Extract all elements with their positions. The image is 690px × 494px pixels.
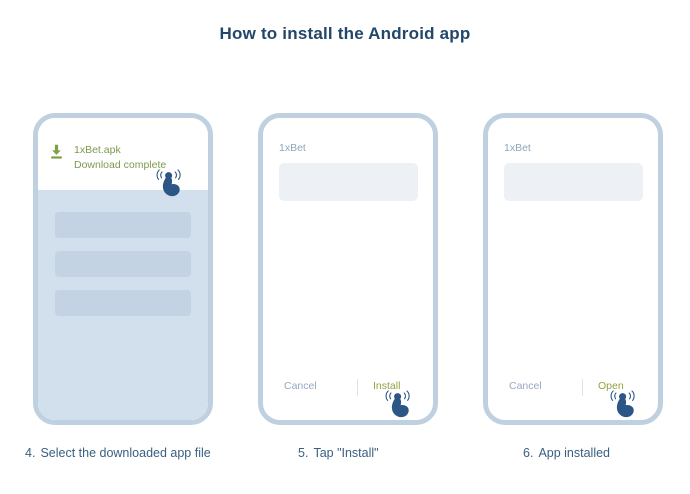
notification-file-name: 1xBet.apk — [74, 144, 121, 156]
download-icon — [51, 144, 62, 159]
phone-screen-step-5: 1xBet Cancel Install — [263, 118, 433, 420]
app-name-label: 1xBet — [504, 142, 531, 154]
button-divider — [582, 379, 583, 396]
content-placeholder-row — [55, 290, 191, 316]
download-notification[interactable]: 1xBet.apk Download complete — [38, 118, 208, 190]
step-number: 5. — [298, 446, 309, 460]
step-caption-6: 6. App installed — [483, 444, 673, 463]
dialog-placeholder-box — [504, 163, 643, 201]
phone-screen-step-6: 1xBet Cancel Open — [488, 118, 658, 420]
dialog-button-row: Cancel Open — [488, 379, 658, 398]
phone-mockup-step-4: 1xBet.apk Download complete — [33, 113, 213, 425]
phone-mockup-step-6: 1xBet Cancel Open — [483, 113, 663, 425]
button-divider — [357, 379, 358, 396]
content-placeholder-row — [55, 212, 191, 238]
phone-content-area-step-4 — [38, 190, 208, 420]
step-caption-5: 5. Tap "Install" — [258, 444, 448, 463]
notification-status: Download complete — [74, 159, 167, 171]
dialog-placeholder-box — [279, 163, 418, 201]
phone-mockup-step-5: 1xBet Cancel Install — [258, 113, 438, 425]
notification-text-block: 1xBet.apk Download complete — [74, 143, 166, 173]
step-caption-4: 4. Select the downloaded app file — [25, 444, 225, 463]
open-button[interactable]: Open — [598, 380, 624, 392]
phone-screen-step-4: 1xBet.apk Download complete — [38, 118, 208, 420]
content-placeholder-row — [55, 251, 191, 277]
page-title: How to install the Android app — [219, 24, 471, 43]
step-number: 4. — [25, 446, 36, 460]
cancel-button[interactable]: Cancel — [509, 380, 542, 392]
app-name-label: 1xBet — [279, 142, 306, 154]
step-caption-text: Tap "Install" — [313, 446, 379, 460]
dialog-button-row: Cancel Install — [263, 379, 433, 398]
cancel-button[interactable]: Cancel — [284, 380, 317, 392]
step-caption-text: Select the downloaded app file — [40, 446, 211, 460]
install-button[interactable]: Install — [373, 380, 401, 392]
step-caption-text: App installed — [538, 446, 611, 460]
step-number: 6. — [523, 446, 534, 460]
